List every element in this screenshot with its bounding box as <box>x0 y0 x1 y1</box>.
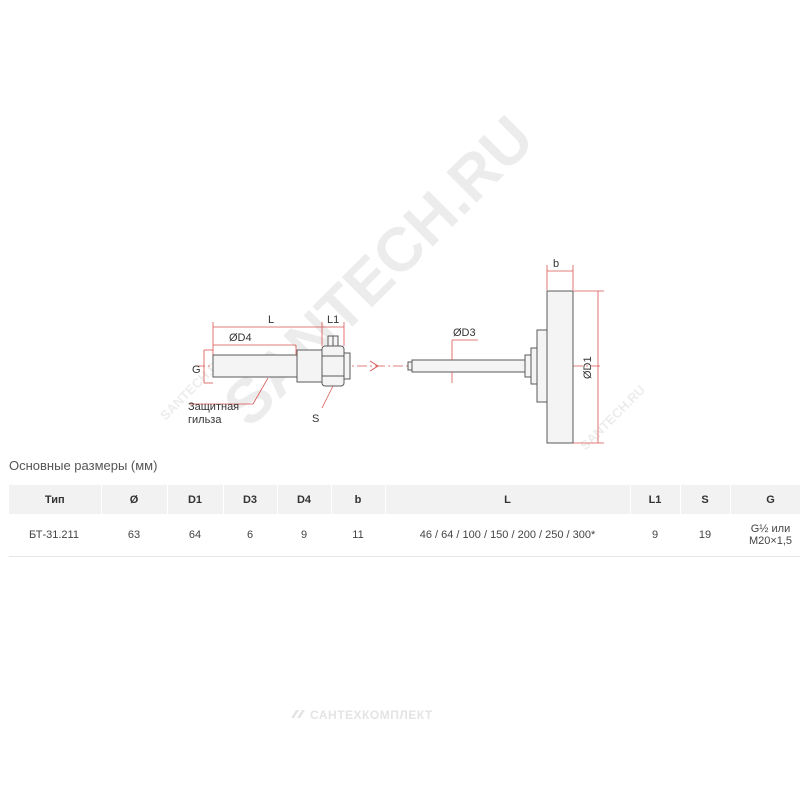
cell-d3: 6 <box>223 514 277 557</box>
dimension-D1 <box>573 290 604 444</box>
dimensions-table: Тип Ø D1 D3 D4 b L L1 S G БТ-31.211 63 6… <box>9 485 800 557</box>
table-header-row: Тип Ø D1 D3 D4 b L L1 S G <box>9 485 800 514</box>
dimension-D4 <box>213 344 297 355</box>
table-header: Тип <box>9 485 102 514</box>
table-header: D1 <box>167 485 224 514</box>
label-D1: ØD1 <box>582 356 594 379</box>
dimension-D3 <box>451 339 478 383</box>
protective-sleeve <box>212 345 351 387</box>
label-G: G <box>192 364 201 376</box>
dimension-L <box>212 322 323 355</box>
table-header: S <box>680 485 731 514</box>
cell-g: G½ или M20×1,5 <box>730 514 800 557</box>
table-caption: Основные размеры (мм) <box>9 458 158 473</box>
footer-brand-text: САНТЕХКОМПЛЕКТ <box>310 708 433 722</box>
table-header: D4 <box>277 485 332 514</box>
table-header: D3 <box>223 485 278 514</box>
label-L: L <box>268 314 274 326</box>
cell-d4: 9 <box>277 514 331 557</box>
cell-dia: 63 <box>101 514 167 557</box>
brand-logo-icon <box>291 710 305 718</box>
table-header: G <box>730 485 800 514</box>
label-sleeve-line2: гильза <box>188 414 222 426</box>
arrow-right-icon <box>369 360 379 372</box>
dimension-L1 <box>322 322 345 346</box>
table-header: L1 <box>630 485 681 514</box>
fixing-screw <box>327 335 339 347</box>
label-D4: ØD4 <box>229 332 252 344</box>
table-header: b <box>331 485 386 514</box>
table-header: Ø <box>101 485 168 514</box>
label-b: b <box>553 258 559 270</box>
cell-g-line1: G½ или <box>750 523 791 535</box>
thermometer <box>407 290 574 444</box>
cell-d1: 64 <box>167 514 223 557</box>
dimension-b <box>546 265 574 290</box>
leader-sleeve <box>190 377 269 405</box>
leader-S <box>321 385 334 409</box>
label-L1: L1 <box>327 314 339 326</box>
cell-type: БТ-31.211 <box>9 514 101 557</box>
cell-l: 46 / 64 / 100 / 150 / 200 / 250 / 300* <box>385 514 630 557</box>
label-D3: ØD3 <box>453 327 476 339</box>
technical-drawing: L L1 ØD4 G Защитная гильза S ØD3 <box>188 258 604 444</box>
cell-s: 19 <box>680 514 730 557</box>
cell-l1: 9 <box>630 514 680 557</box>
cell-g-line2: M20×1,5 <box>748 535 793 547</box>
cell-b: 11 <box>331 514 385 557</box>
table-row: БТ-31.211 63 64 6 9 11 46 / 64 / 100 / 1… <box>9 514 800 557</box>
label-sleeve-line1: Защитная <box>188 401 239 413</box>
label-S: S <box>312 413 319 425</box>
dimension-G <box>203 349 213 384</box>
footer-brand: САНТЕХКОМПЛЕКТ <box>290 708 433 722</box>
table-header: L <box>385 485 631 514</box>
